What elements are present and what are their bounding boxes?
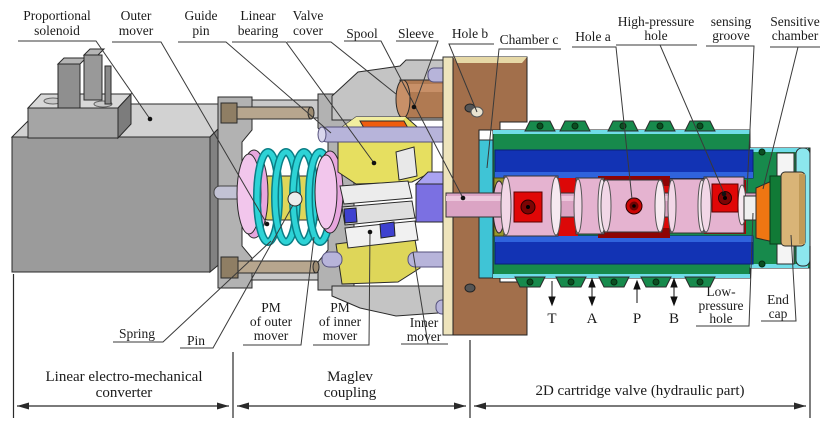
- port-label-a: A: [587, 311, 598, 327]
- leader-lines: [18, 40, 820, 349]
- high-pressure-port: [711, 183, 739, 213]
- valve-orings: [514, 120, 766, 288]
- section-label-coupling: Maglev: [327, 369, 373, 385]
- label-low-pressure-hole: hole: [709, 311, 732, 326]
- label-hole-b: Hole b: [452, 26, 489, 41]
- hole-a-port: [625, 197, 643, 215]
- section-label-coupling: coupling: [324, 385, 377, 401]
- label-pin: Pin: [187, 333, 205, 348]
- port-arrow-down-icon: [548, 281, 556, 307]
- bolt-head-icon: [220, 102, 238, 124]
- port-arrow-updown-icon: [588, 277, 596, 307]
- leader-spool: [344, 40, 464, 199]
- leader-linear-bearing: [232, 41, 375, 164]
- pin-ball: [287, 191, 303, 207]
- leader-sleeve: [396, 40, 439, 108]
- valve-sleeve: [494, 149, 754, 265]
- terminal-pin: [57, 63, 81, 109]
- label-pm-of-outer-mover: mover: [254, 328, 289, 343]
- leader-hole-a: [572, 46, 633, 200]
- pm-insert: [379, 221, 396, 239]
- label-linear-bearing: bearing: [238, 23, 279, 38]
- label-outer-mover: Outer: [121, 8, 152, 23]
- label-low-pressure-hole: pressure: [699, 298, 744, 313]
- hole-b-port: [513, 191, 543, 223]
- end-cap: [780, 171, 806, 247]
- label-pm-of-inner-mover: of inner: [319, 314, 362, 329]
- leader-low-pressure-hole: [696, 212, 754, 327]
- label-outer-mover: mover: [119, 23, 154, 38]
- solenoid-terminal-block: [26, 48, 133, 140]
- label-low-pressure-hole: Low-: [706, 284, 736, 299]
- label-sensing-groove: groove: [712, 28, 750, 43]
- port-arrow-updown-icon: [670, 277, 678, 307]
- label-guide-pin: pin: [192, 23, 210, 38]
- label-hole-a: Hole a: [575, 29, 611, 44]
- leader-proportional-solenoid: [18, 40, 151, 120]
- bottom-labels: Spring Pin PM of outer mover PM of inner…: [119, 284, 789, 348]
- label-pm-of-outer-mover: PM: [261, 300, 281, 315]
- label-end-cap: End: [767, 292, 789, 307]
- label-spool: Spool: [346, 26, 378, 41]
- leader-valve-cover: [287, 41, 397, 95]
- dim-arrow-converter: [17, 402, 229, 410]
- leader-chamber-c: [486, 48, 561, 169]
- label-guide-pin: Guide: [185, 8, 218, 23]
- label-linear-bearing: Linear: [240, 8, 276, 23]
- leader-spring: [113, 240, 272, 343]
- leader-outer-mover: [112, 41, 268, 225]
- label-valve-cover: Valve: [293, 8, 324, 23]
- leader-pm-of-outer-mover: [243, 236, 315, 346]
- label-high-pressure-hole: High-pressure: [618, 14, 694, 29]
- spool-land-ends: [500, 176, 747, 236]
- label-pm-of-inner-mover: mover: [323, 328, 358, 343]
- section-label-converter: converter: [96, 385, 153, 401]
- label-proportional-solenoid: Proportional: [23, 8, 91, 23]
- label-sensing-groove: sensing: [711, 14, 752, 29]
- label-spring: Spring: [119, 326, 155, 341]
- label-valve-cover: cover: [293, 23, 323, 38]
- label-pm-of-inner-mover: PM: [330, 300, 350, 315]
- section-label-converter: Linear electro-mechanical: [46, 369, 203, 385]
- pm-insert: [343, 207, 358, 224]
- label-pm-of-outer-mover: of outer: [250, 314, 293, 329]
- leader-inner-mover: [401, 251, 448, 345]
- label-inner-mover: mover: [407, 329, 442, 344]
- section-label-valve: 2D cartridge valve (hydraulic part): [535, 383, 744, 399]
- terminal-pin: [83, 54, 103, 101]
- flange-bolt-icon: [464, 283, 476, 293]
- leader-end-cap: [761, 234, 797, 322]
- leader-high-pressure-hole: [616, 44, 725, 194]
- leader-guide-pin: [178, 41, 332, 134]
- dim-arrow-valve: [474, 402, 806, 410]
- label-proportional-solenoid: solenoid: [34, 23, 80, 38]
- label-sleeve: Sleeve: [398, 26, 434, 41]
- leader-dots: [147, 104, 727, 235]
- leader-sensitive-chamber: [762, 46, 820, 190]
- leader-pm-of-inner-mover: [313, 231, 371, 346]
- port-label-b: B: [669, 311, 679, 327]
- dim-arrow-coupling: [237, 402, 466, 410]
- leader-hole-b: [448, 43, 494, 113]
- leader-sensing-groove: [706, 45, 755, 193]
- label-high-pressure-hole: hole: [644, 28, 667, 43]
- label-end-cap: cap: [769, 306, 788, 321]
- terminal-pin: [104, 65, 112, 105]
- sensitive-chamber-parts: [743, 147, 811, 267]
- port-arrows: [548, 277, 678, 307]
- armature-plates: [339, 146, 419, 249]
- section-dimensions: Linear electro-mechanical converter Magl…: [12, 246, 811, 418]
- port-arrow-up-icon: [633, 279, 641, 303]
- leader-pin: [180, 204, 294, 349]
- label-inner-mover: Inner: [410, 315, 439, 330]
- top-labels: Proportional solenoid Outer mover Guide …: [23, 8, 820, 47]
- port-label-p: P: [633, 311, 641, 327]
- label-sensitive-chamber: Sensitive: [770, 14, 820, 29]
- label-chamber-c: Chamber c: [500, 32, 559, 47]
- label-sensitive-chamber: chamber: [772, 28, 819, 43]
- port-label-t: T: [547, 311, 556, 327]
